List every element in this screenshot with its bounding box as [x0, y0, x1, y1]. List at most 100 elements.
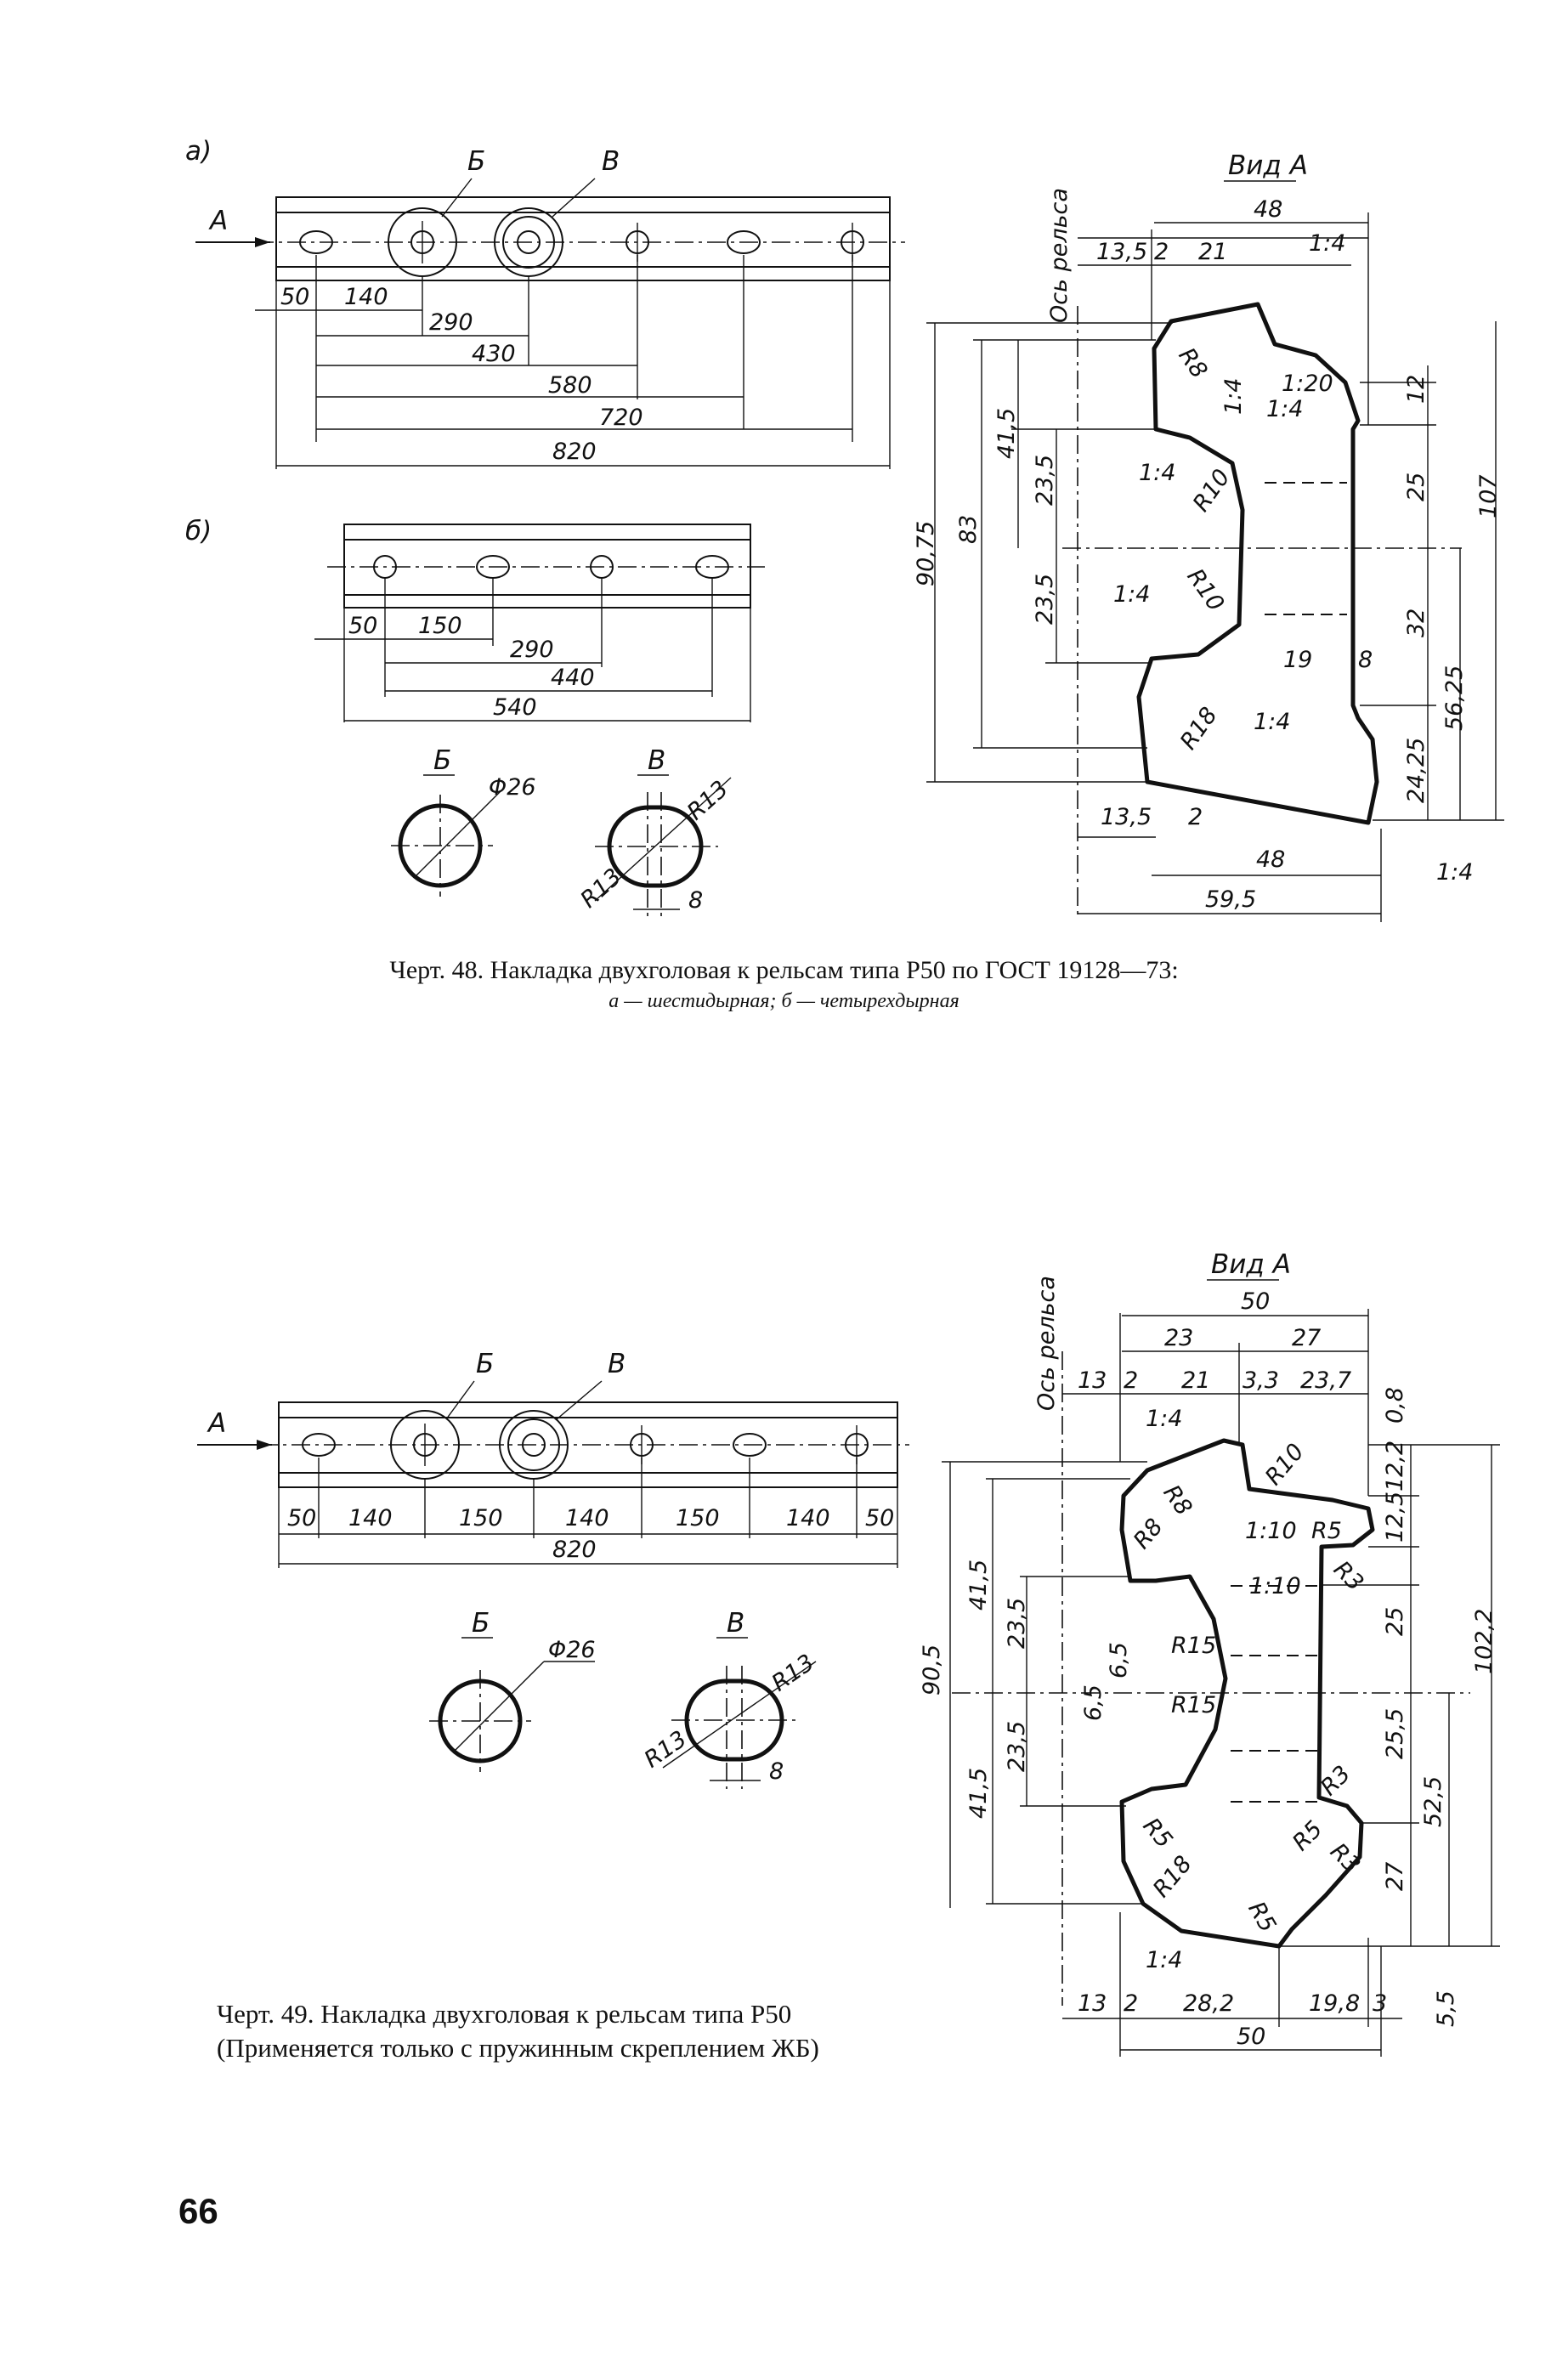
fig49-hole-details: Б Φ26 В R13 R13 8 [429, 1608, 819, 1789]
fig49-view-title: Вид А [1211, 1249, 1291, 1280]
fig49-dim-3: 3 [1373, 1990, 1387, 2017]
fig49-dim-0-8: 0,8 [1382, 1387, 1408, 1424]
fig49-r15-a: R15 [1171, 1633, 1216, 1659]
fig48a-dim-720: 720 [599, 405, 643, 431]
fig49-slope-2: 1:4 [1146, 1947, 1182, 1973]
fig49-r8-a: R8 [1158, 1480, 1197, 1520]
fig49-dim-140b: 140 [565, 1505, 609, 1531]
fig49-dim-23-7: 23,7 [1300, 1367, 1351, 1394]
fig49-dim-6-5-b: 6,5 [1080, 1684, 1107, 1721]
fig49-dim-12-5: 12,5 [1382, 1492, 1408, 1543]
fig48-dim-12: 12 [1403, 375, 1429, 404]
fig48b-dim-440: 440 [551, 665, 595, 691]
fig49-dim-25-5: 25,5 [1382, 1708, 1408, 1759]
fig48-dim-19: 19 [1283, 647, 1312, 673]
fig49-dim-23: 23 [1164, 1325, 1193, 1351]
fig49-dim-3-3: 3,3 [1243, 1367, 1279, 1394]
fig48-dim-21: 21 [1198, 239, 1227, 265]
fig48-marker-v: В [602, 146, 620, 177]
fig49-dim-41-5-b: 41,5 [965, 1768, 992, 1819]
fig49-dim-50a: 50 [287, 1505, 316, 1531]
fig49-dim-25: 25 [1382, 1607, 1408, 1636]
fig49-caption-line1: Черт. 49. Накладка двухголовая к рельсам… [217, 1999, 792, 2029]
fig48-dim-2: 2 [1154, 239, 1169, 265]
fig49-section: Вид А 50 Ось рельса 23 27 13 2 21 3,3 23… [919, 1249, 1500, 2057]
fig48-dim-25: 25 [1403, 473, 1429, 501]
fig48b-dim-540: 540 [493, 694, 537, 721]
fig48-dim-13-5-b: 13,5 [1101, 804, 1152, 830]
fig48-dim-48-top: 48 [1254, 196, 1282, 223]
fig49-r3-b: R3 [1316, 1761, 1356, 1801]
fig48-slope-5: 1:4 [1113, 581, 1150, 608]
fig48-detail-v-8: 8 [688, 887, 703, 914]
fig49-dim-41-5-a: 41,5 [965, 1560, 992, 1611]
fig49-detail-b-dim: Φ26 [548, 1637, 596, 1663]
fig49-r18: R18 [1148, 1851, 1197, 1903]
fig48a-dim-820: 820 [552, 439, 597, 465]
fig49-r15-b: R15 [1171, 1692, 1216, 1718]
fig49-detail-v-label: В [727, 1608, 744, 1639]
fig49-dim-90-5: 90,5 [919, 1645, 945, 1695]
fig48-label-b: б) [185, 516, 212, 546]
fig49-dim-12-2: 12,2 [1382, 1441, 1408, 1492]
fig49-marker-b: Б [476, 1349, 494, 1379]
fig48-plan-b: б) 50 150 290 440 540 [185, 516, 765, 722]
fig48-rail-axis: Ось рельса [1046, 188, 1073, 323]
fig49-dim-19-8: 19,8 [1309, 1990, 1360, 2017]
fig48-dim-83: 83 [955, 515, 982, 544]
fig49-dim-50-top: 50 [1241, 1288, 1270, 1315]
fig49-detail-b-label: Б [472, 1608, 490, 1639]
fig49-r5-a: R5 [1311, 1518, 1342, 1544]
fig48-dim-56-25: 56,25 [1441, 665, 1468, 731]
fig48-dim-24-25: 24,25 [1403, 738, 1429, 803]
fig49-dim-140c: 140 [786, 1505, 830, 1531]
fig48-view-title: Вид А [1228, 150, 1308, 181]
fig49-dim-2: 2 [1124, 1367, 1138, 1394]
fig49-r5-c: R5 [1288, 1816, 1327, 1856]
fig49-dim-23-5-b: 23,5 [1004, 1721, 1030, 1772]
fig49-r10: R10 [1260, 1439, 1310, 1491]
fig49-dim-50-bottom: 50 [1237, 2024, 1265, 2050]
fig48-dim-59-5: 59,5 [1205, 886, 1256, 913]
fig49-r8-b: R8 [1129, 1514, 1169, 1554]
fig48-slope-6: 1:4 [1254, 709, 1290, 735]
fig48-r18: R18 [1175, 703, 1223, 755]
fig48-dim-23-5-a: 23,5 [1032, 455, 1058, 506]
fig49-dim-52-5: 52,5 [1420, 1776, 1446, 1827]
fig48-caption-sub: а — шестидырная; б — четырехдырная [609, 990, 959, 1012]
fig48b-dim-150: 150 [418, 613, 462, 639]
fig48a-dim-140: 140 [344, 284, 388, 310]
fig48a-dim-430: 430 [472, 341, 516, 367]
fig49-dim-150a: 150 [459, 1505, 503, 1531]
fig48-detail-v-label: В [648, 745, 665, 776]
fig48-detail-b-dim: Φ26 [489, 774, 536, 801]
fig49-caption-line2: (Применяется только с пружинным скреплен… [217, 2033, 819, 2063]
fig48-section: Вид А Ось рельса 48 13,5 2 21 1:4 R8 1:4… [913, 150, 1504, 922]
fig49-r5-d: R5 [1243, 1897, 1281, 1937]
fig49-slope-10b: 1:10 [1249, 1573, 1301, 1599]
fig49-plan: A Б В 50 140 150 140 150 140 50 820 [197, 1349, 909, 1568]
fig48a-dim-580: 580 [548, 372, 592, 399]
fig49-dim-28-2: 28,2 [1183, 1990, 1234, 2017]
fig49-rail-axis: Ось рельса [1033, 1276, 1060, 1411]
fig49-dim-23-5-a: 23,5 [1004, 1598, 1030, 1649]
fig48-dim-41-5: 41,5 [993, 408, 1020, 459]
fig48-dim-2-b: 2 [1188, 804, 1203, 830]
fig49-slope-10a: 1:10 [1245, 1518, 1297, 1544]
fig48-slope-2: 1:4 [1220, 378, 1247, 415]
fig49-detail-v-8: 8 [769, 1758, 784, 1785]
fig49-dim-27: 27 [1292, 1325, 1321, 1351]
page-number: 66 [178, 2191, 218, 2231]
fig48-slope-20: 1:20 [1282, 371, 1333, 397]
fig49-r5-b: R5 [1138, 1813, 1178, 1853]
fig49-dim-2-b: 2 [1124, 1990, 1138, 2017]
fig48-dim-32: 32 [1403, 609, 1429, 637]
fig48-detail-b-label: Б [433, 745, 451, 776]
fig49-dim-6-5-a: 6,5 [1106, 1642, 1132, 1679]
fig48a-dim-290: 290 [429, 309, 473, 336]
fig48-arrow-label: A [208, 206, 228, 236]
fig48-caption: Черт. 48. Накладка двухголовая к рельсам… [389, 956, 1179, 984]
fig48-dim-13-5: 13,5 [1096, 239, 1147, 265]
fig49-dim-50b: 50 [865, 1505, 894, 1531]
fig49-dim-102-2: 102,2 [1471, 1609, 1497, 1674]
